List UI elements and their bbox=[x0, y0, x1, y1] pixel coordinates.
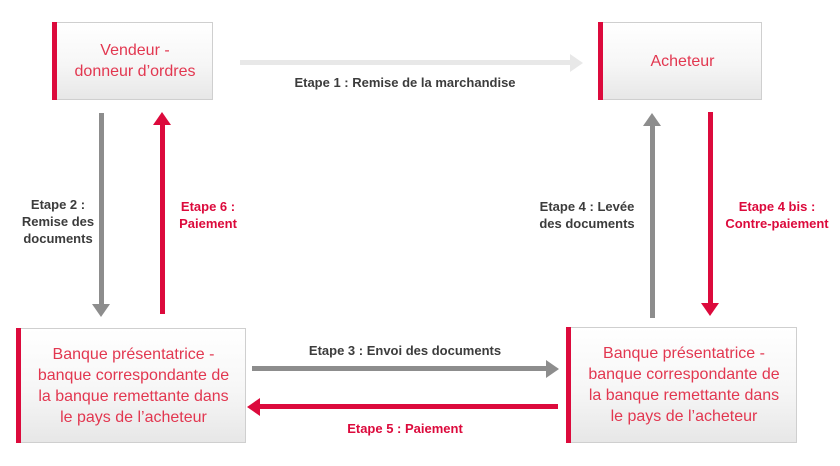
arrow-etape2-head bbox=[92, 304, 110, 317]
arrow-etape2-shaft bbox=[99, 113, 104, 305]
box-banque-droite-label: Banque présentatrice - banque correspond… bbox=[588, 345, 780, 425]
label-etape4bis: Etape 4 bis : Contre-paiement bbox=[725, 199, 829, 231]
red-accent-bar bbox=[16, 328, 21, 443]
arrow-etape4bis-head bbox=[701, 303, 719, 316]
arrow-etape1-head bbox=[570, 54, 583, 72]
label-etape2: Etape 2 : Remise des documents bbox=[21, 197, 95, 246]
arrow-etape1-shaft bbox=[240, 60, 570, 65]
arrow-etape5-shaft bbox=[259, 404, 558, 409]
box-acheteur: Acheteur bbox=[598, 22, 762, 100]
box-vendeur: Vendeur - donneur d’ordres bbox=[52, 22, 213, 100]
box-banque-presentatrice-gauche: Banque présentatrice - banque correspond… bbox=[16, 328, 246, 443]
arrow-etape4-head bbox=[643, 113, 661, 126]
arrow-etape3-shaft bbox=[252, 366, 547, 371]
red-accent-bar bbox=[52, 22, 57, 100]
box-acheteur-label: Acheteur bbox=[650, 52, 715, 70]
arrow-etape4-shaft bbox=[650, 125, 655, 318]
box-banque-gauche-label: Banque présentatrice - banque correspond… bbox=[37, 345, 230, 426]
label-etape5: Etape 5 : Paiement bbox=[347, 421, 463, 436]
arrow-etape5-head bbox=[247, 398, 260, 416]
arrow-etape6-head bbox=[153, 112, 171, 125]
arrow-etape4bis-shaft bbox=[708, 112, 713, 303]
red-accent-bar bbox=[598, 22, 603, 100]
red-accent-bar bbox=[566, 327, 571, 443]
box-vendeur-label: Vendeur - donneur d’ordres bbox=[74, 42, 196, 80]
box-banque-presentatrice-droite: Banque présentatrice - banque correspond… bbox=[566, 327, 797, 443]
arrow-etape3-head bbox=[546, 360, 559, 378]
label-etape4: Etape 4 : Levée des documents bbox=[539, 199, 635, 231]
arrow-etape6-shaft bbox=[160, 124, 165, 314]
label-etape1: Etape 1 : Remise de la marchandise bbox=[294, 75, 516, 90]
label-etape3: Etape 3 : Envoi des documents bbox=[308, 343, 502, 358]
label-etape6: Etape 6 : Paiement bbox=[179, 199, 237, 231]
